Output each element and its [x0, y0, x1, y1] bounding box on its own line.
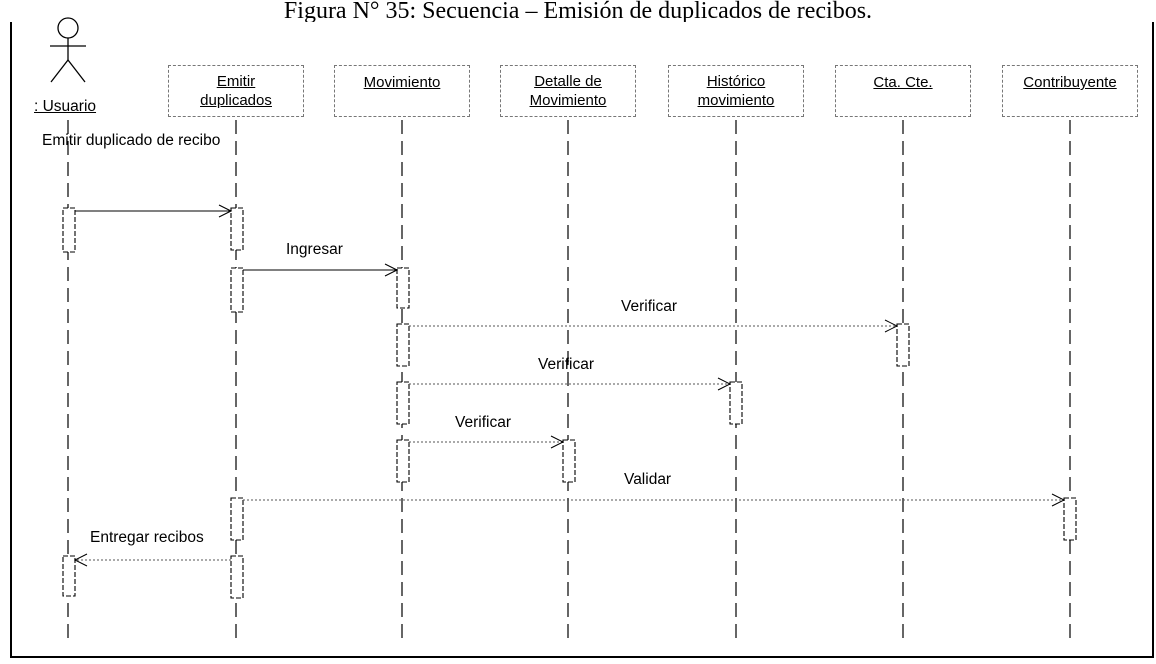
actor-icon — [50, 17, 86, 83]
activation-bar — [230, 497, 244, 541]
activation-bar — [62, 555, 76, 597]
activation-bar — [230, 207, 244, 251]
activation-bar — [729, 381, 743, 425]
message-label: Validar — [624, 471, 672, 488]
message-arrow-verificar-historico — [409, 377, 732, 391]
activation-bar — [396, 381, 410, 425]
message-label: Verificar — [455, 414, 511, 431]
activation-bar — [396, 439, 410, 483]
object-movimiento: Movimiento — [334, 65, 470, 117]
message-arrow-emitir-duplicado — [75, 204, 233, 218]
object-contribuyente: Contribuyente — [1002, 65, 1138, 117]
message-label: Emitir duplicado de recibo — [42, 132, 221, 149]
message-label: Entregar recibos — [90, 529, 204, 546]
message-label: Ingresar — [286, 241, 343, 258]
message-arrow-entregar-recibos — [73, 553, 231, 567]
message-arrow-verificar-cta-cte — [409, 319, 899, 333]
activation-bar — [230, 555, 244, 599]
activation-bar — [230, 267, 244, 313]
message-arrow-validar — [243, 493, 1066, 507]
activation-bar — [62, 207, 76, 253]
activation-bar — [396, 323, 410, 367]
message-arrow-verificar-detalle — [409, 435, 565, 449]
figure-caption: Figura N° 35: Secuencia – Emisión de dup… — [283, 0, 873, 22]
diagram-frame — [10, 22, 1154, 658]
message-arrow-ingresar — [243, 263, 399, 277]
activation-bar — [396, 267, 410, 309]
activation-bar — [562, 439, 576, 483]
activation-bar — [1063, 497, 1077, 541]
object-cta-cte: Cta. Cte. — [835, 65, 971, 117]
message-label: Verificar — [538, 356, 594, 373]
message-label: Verificar — [621, 298, 677, 315]
activation-bar — [896, 323, 910, 367]
actor-label: : Usuario — [34, 98, 97, 115]
